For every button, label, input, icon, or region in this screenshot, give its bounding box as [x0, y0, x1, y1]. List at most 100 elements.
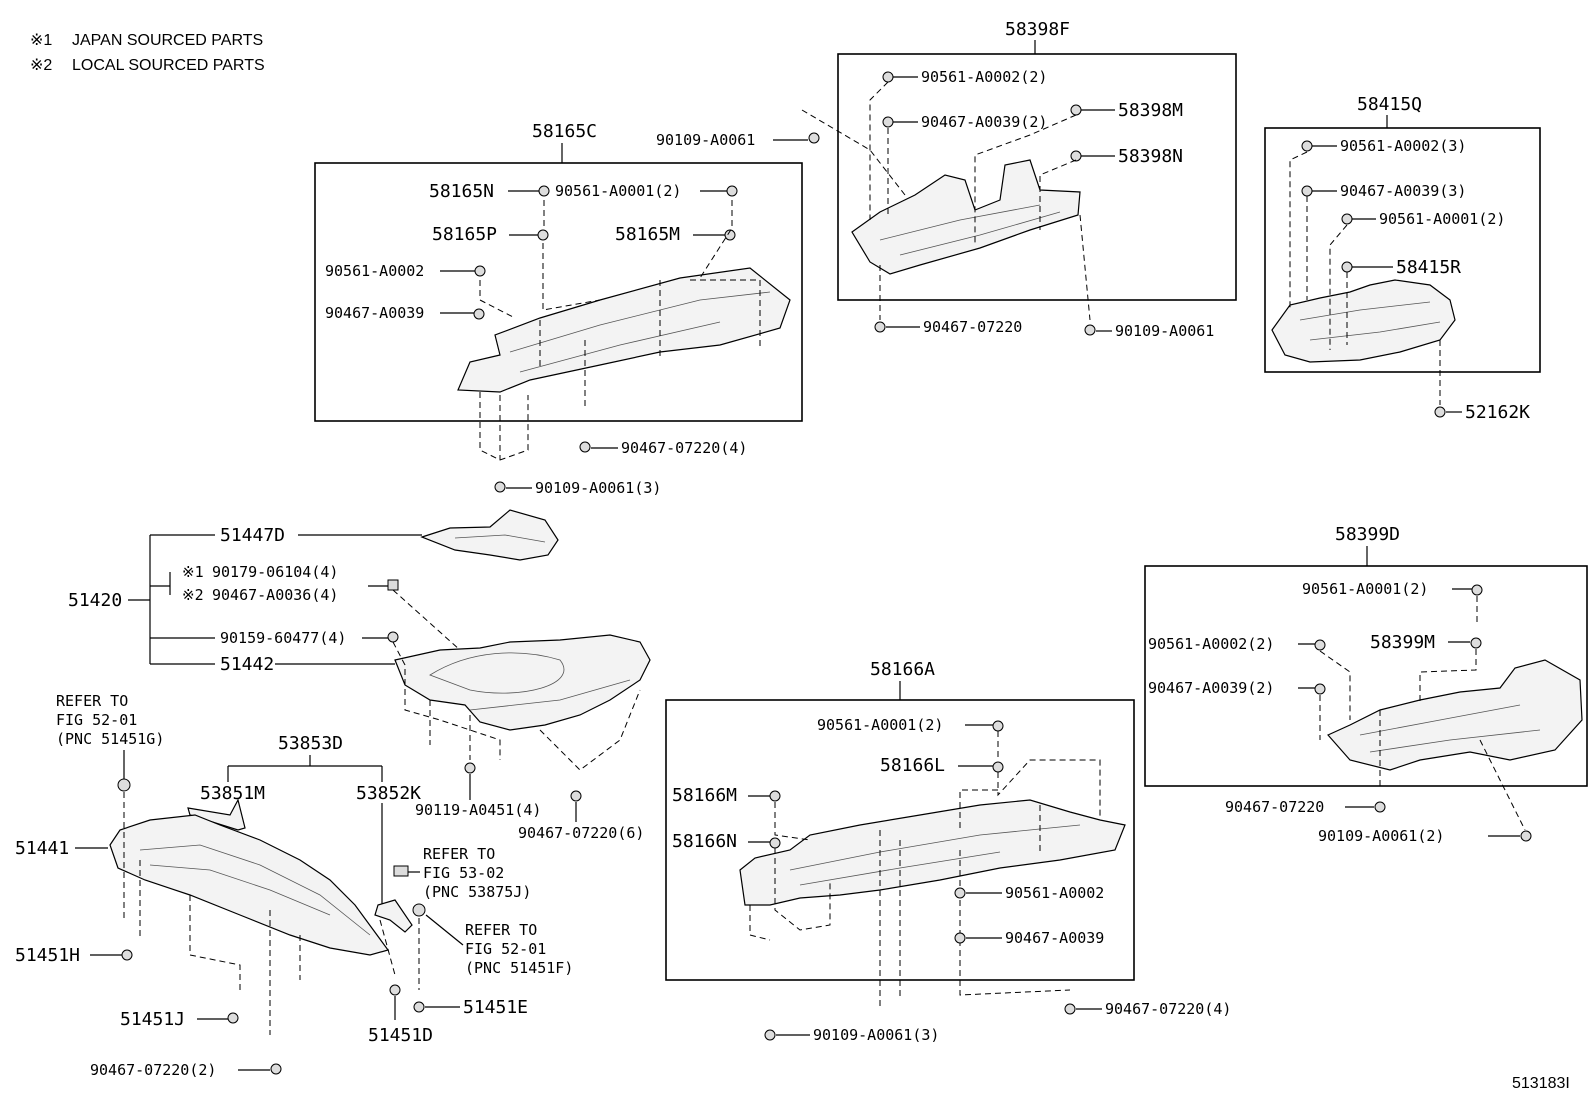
part-label: 58165N	[429, 181, 494, 202]
part-label: 90467-07220	[1225, 798, 1324, 816]
fastener-icon	[1301, 140, 1313, 152]
part-label: 51441	[15, 838, 69, 859]
cover-51442	[394, 634, 651, 731]
part-label: 90109-A0061(3)	[813, 1026, 939, 1044]
part-label: 90109-A0061(2)	[1318, 827, 1444, 845]
part-label: 90561-A0001(2)	[1379, 210, 1505, 228]
group-51420: 51420 51447D ※1 90179-06104(4) ※2 90467-…	[68, 509, 651, 842]
bracket-53852K	[374, 899, 413, 933]
refer-note: FIG 53-02	[423, 864, 504, 882]
legend-text-1: JAPAN SOURCED PARTS	[72, 32, 263, 49]
group-58399D: 58399D 90561-A0001(2) 90561-A0002(2) 583…	[1144, 524, 1588, 845]
bolt-icon	[1064, 1003, 1076, 1015]
refer-note: (PNC 53875J)	[423, 883, 531, 901]
rear-cover-58415Q	[1271, 279, 1456, 363]
fastener-icon	[473, 308, 485, 320]
bolt-icon	[270, 1063, 282, 1075]
part-label: 51451E	[463, 997, 528, 1018]
nut-icon	[387, 579, 399, 591]
note-mark: ※1	[182, 563, 204, 581]
fastener-icon	[1341, 213, 1353, 225]
part-label: 90561-A0002	[325, 262, 424, 280]
bolt-icon	[389, 984, 401, 996]
refer-note: (PNC 51451G)	[56, 730, 164, 748]
part-label: 90109-A0061	[656, 131, 755, 149]
bolt-icon	[227, 1012, 239, 1024]
fastener-icon	[724, 229, 736, 241]
fastener-icon	[1070, 150, 1082, 162]
part-label: 90467-A0039(3)	[1340, 182, 1466, 200]
clip-icon	[393, 865, 409, 877]
part-label: 51451H	[15, 945, 80, 966]
fastener-icon	[882, 71, 894, 83]
fastener-icon	[1301, 185, 1313, 197]
part-label: 90561-A0002(2)	[921, 68, 1047, 86]
fastener-icon	[1471, 584, 1483, 596]
legend-mark-1: ※1	[30, 32, 52, 49]
group-title: 58398F	[1005, 19, 1070, 40]
part-label: 51451J	[120, 1009, 185, 1030]
fastener-icon	[538, 185, 550, 197]
part-label: 90561-A0002(2)	[1148, 635, 1274, 653]
part-label: 90561-A0002(3)	[1340, 137, 1466, 155]
fastener-icon	[1341, 261, 1353, 273]
part-label: 90109-A0061	[1115, 322, 1214, 340]
part-label: 90119-A0451(4)	[415, 801, 541, 819]
part-label: 90467-07220	[923, 318, 1022, 336]
fastener-icon	[954, 932, 966, 944]
bolt-icon	[874, 321, 886, 333]
part-label: 58165M	[615, 224, 680, 245]
legend-mark-2: ※2	[30, 57, 52, 74]
bolt-icon	[1434, 406, 1446, 418]
part-label: 90561-A0002	[1005, 884, 1104, 902]
side-cover-58399D	[1327, 659, 1583, 771]
bolt-icon	[579, 441, 591, 453]
refer-note: (PNC 51451F)	[465, 959, 573, 977]
fastener-icon	[769, 790, 781, 802]
fastener-icon	[1314, 639, 1326, 651]
cover-51447D	[420, 509, 559, 561]
bolt-icon	[570, 790, 582, 802]
fastener-icon	[1314, 683, 1326, 695]
group-58415Q: 58415Q 90561-A0002(3) 90467-A0039(3) 905…	[1264, 94, 1541, 423]
group-box	[1264, 127, 1541, 373]
bolt-icon	[387, 631, 399, 643]
part-label: 90467-07220(6)	[518, 824, 644, 842]
clip-icon	[412, 903, 426, 917]
fastener-icon	[992, 720, 1004, 732]
part-label: 90467-07220(2)	[90, 1061, 216, 1079]
fastener-icon	[1470, 637, 1482, 649]
part-label: 90467-A0036(4)	[212, 586, 338, 604]
bolt-icon	[413, 1001, 425, 1013]
part-label: 58166L	[880, 755, 945, 776]
front-cover-51441	[109, 814, 389, 956]
legend: ※1 JAPAN SOURCED PARTS ※2 LOCAL SOURCED …	[30, 32, 265, 74]
part-label: 51442	[220, 654, 274, 675]
group-58165C: 58165C 58165N 90561-A0001(2) 58165P 5816…	[314, 121, 803, 497]
refer-note: REFER TO	[423, 845, 495, 863]
group-58398F: 58398F 90109-A0061 90561-A0002(2) 90467-…	[656, 19, 1237, 340]
clip-icon	[117, 778, 131, 792]
part-label: 90179-06104(4)	[212, 563, 338, 581]
group-title: 58166A	[870, 659, 935, 680]
group-box	[314, 162, 803, 422]
part-label: 90467-A0039(2)	[1148, 679, 1274, 697]
part-label: 58399M	[1370, 632, 1435, 653]
group-title: 58399D	[1335, 524, 1400, 545]
part-label: 53852K	[356, 783, 421, 804]
part-label: 53851M	[200, 783, 265, 804]
part-label: 90467-07220(4)	[1105, 1000, 1231, 1018]
part-label: 90561-A0001(2)	[1302, 580, 1428, 598]
fastener-icon	[537, 229, 549, 241]
part-label: 58398M	[1118, 100, 1183, 121]
group-title: 51420	[68, 590, 122, 611]
part-label: 90561-A0001(2)	[817, 716, 943, 734]
figure-id: 513183I	[1512, 1075, 1570, 1092]
legend-text-2: LOCAL SOURCED PARTS	[72, 57, 265, 74]
group-title: 58415Q	[1357, 94, 1422, 115]
engine-under-cover-58165C	[457, 267, 791, 393]
part-label: 90467-A0039	[325, 304, 424, 322]
part-label: 58398N	[1118, 146, 1183, 167]
part-label: 90467-A0039(2)	[921, 113, 1047, 131]
